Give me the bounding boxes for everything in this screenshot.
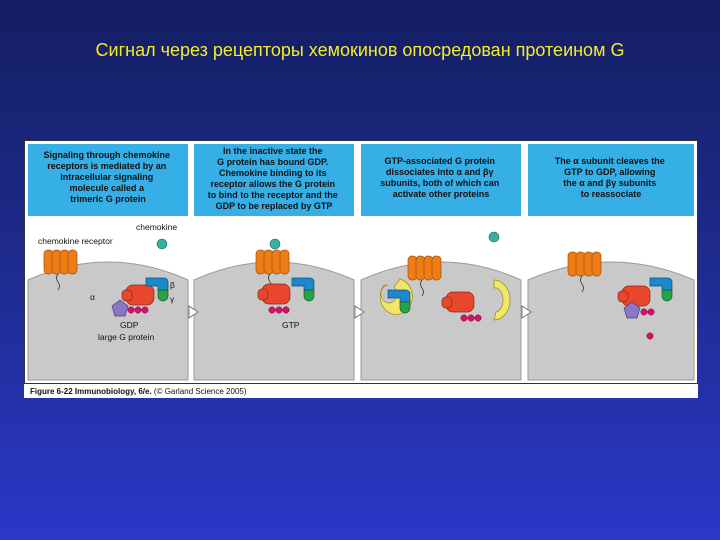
panel-1-phosphate-2: [134, 306, 142, 314]
label-gtp: GTP: [282, 320, 300, 330]
panel-3-caption: GTP-associated G protein dissociates int…: [380, 156, 502, 199]
panel-3-phosphate-3: [474, 314, 482, 322]
panel-2-chemokine: [269, 238, 281, 250]
panel-3-caption-box: [361, 144, 521, 216]
panel-4-phosphate-2: [647, 308, 655, 316]
panel-2-cell: [193, 261, 355, 381]
panel-1: [27, 144, 189, 381]
panel-2: [188, 144, 355, 381]
panel-1-phosphate-1: [127, 306, 135, 314]
label-chemokine: chemokine: [136, 222, 177, 232]
figure: Signaling through chemokine receptors is…: [24, 140, 698, 398]
panel-4-phosphate-1: [640, 308, 648, 316]
label-large-g-protein: large G protein: [98, 332, 154, 342]
panel-3-phosphate-2: [467, 314, 475, 322]
figure-credit: Figure 6-22 Immunobiology, 6/e. (© Garla…: [30, 387, 247, 396]
figure-number: Figure 6-22: [30, 387, 73, 396]
figure-copyright: (© Garland Science 2005): [153, 387, 247, 396]
figure-book: Immunobiology, 6/e.: [74, 387, 152, 396]
panel-2-phosphate-2: [275, 306, 283, 314]
panel-1-chemokine: [156, 238, 168, 250]
panel-2-phosphate-3: [282, 306, 290, 314]
panel-1-caption: Signaling through chemokine receptors is…: [43, 150, 172, 204]
arrow-3-4: [521, 305, 532, 319]
label-beta: β: [170, 280, 175, 290]
panel-2-caption-box: [194, 144, 354, 216]
figure-diagram: Signaling through chemokine receptors is…: [24, 140, 698, 384]
panel-1-caption-box: [28, 144, 188, 216]
panel-3-phosphate-1: [460, 314, 468, 322]
panel-1-phosphate-3: [141, 306, 149, 314]
panel-4-caption: The α subunit cleaves the GTP to GDP, al…: [555, 156, 668, 199]
panel-3: [354, 144, 522, 381]
arrow-1-2: [188, 305, 199, 319]
panel-3-chemokine: [488, 231, 500, 243]
label-gdp: GDP: [120, 320, 139, 330]
slide-title: Сигнал через рецепторы хемокинов опосред…: [95, 40, 625, 60]
panel-2-phosphate-1: [268, 306, 276, 314]
panel-2-caption: In the inactive state the G protein has …: [208, 146, 341, 211]
panel-4-free-phosphate: [646, 332, 654, 340]
panel-4: [521, 144, 695, 381]
panel-3-cell: [360, 261, 522, 381]
panel-4-cell: [527, 261, 695, 381]
label-chemokine-receptor: chemokine receptor: [38, 236, 113, 246]
panel-3-effector-right: [493, 279, 511, 321]
arrow-2-3: [354, 305, 365, 319]
panel-4-caption-box: [528, 144, 694, 216]
label-gamma: γ: [170, 294, 175, 304]
label-alpha: α: [90, 292, 95, 302]
